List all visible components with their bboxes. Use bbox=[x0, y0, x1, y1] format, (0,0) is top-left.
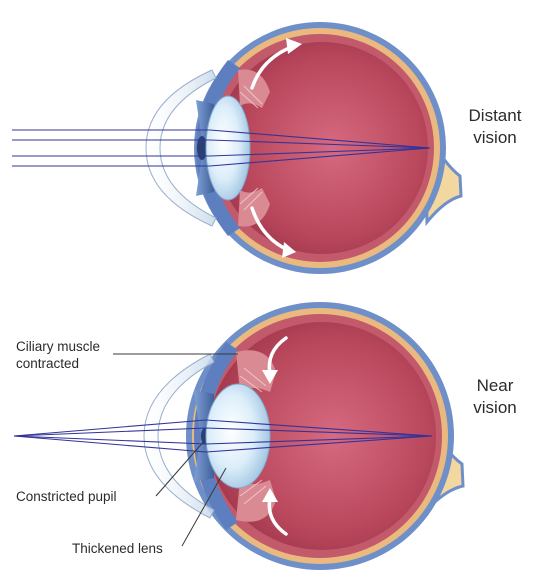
ciliary-muscle-label: Ciliary muscle contracted bbox=[16, 338, 100, 372]
near-vision-line2: vision bbox=[450, 397, 540, 419]
lens-thickened bbox=[206, 384, 270, 488]
thickened-lens-label: Thickened lens bbox=[72, 540, 163, 557]
ciliary-muscle-line1: Ciliary muscle bbox=[16, 338, 100, 355]
near-vision-line1: Near bbox=[450, 375, 540, 397]
near-vision-label: Near vision bbox=[450, 375, 540, 419]
distant-vision-line2: vision bbox=[450, 127, 540, 149]
distant-vision-line1: Distant bbox=[450, 105, 540, 127]
ciliary-muscle-line2: contracted bbox=[16, 355, 100, 372]
distant-vision-label: Distant vision bbox=[450, 105, 540, 149]
distant-vision-eye bbox=[12, 22, 461, 274]
lens-thin bbox=[206, 96, 250, 200]
constricted-pupil-label: Constricted pupil bbox=[16, 488, 117, 505]
